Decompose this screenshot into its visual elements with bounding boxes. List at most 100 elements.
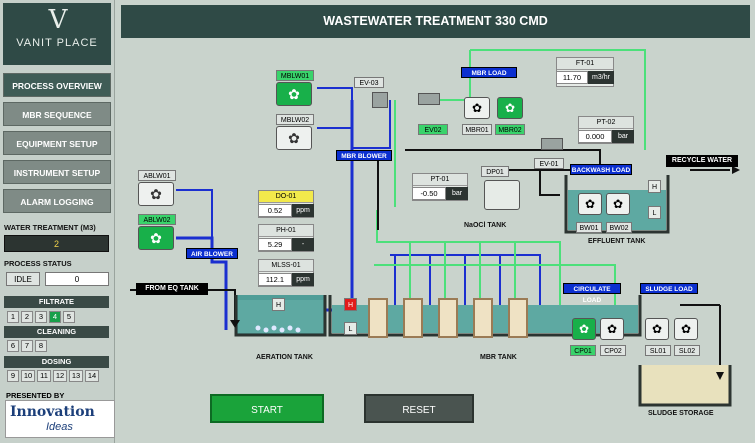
nav-equipment-setup[interactable]: EQUIPMENT SETUP [3,131,111,155]
ev03-label: EV-03 [354,77,384,88]
from-eq-tank-label: FROM EQ TANK [136,283,208,295]
dosing-step: 9 [7,370,19,382]
sl02-pump[interactable]: ✿ [674,318,698,340]
circulate-load-label: CIRCULATE LOAD [563,283,621,304]
nav-instrument-setup[interactable]: INSTRUMENT SETUP [3,160,111,184]
water-treatment-label: WATER TREATMENT (M3) [4,223,96,232]
mbr02-label: MBR02 [495,124,525,135]
mbr01-pump[interactable]: ✿ [464,97,490,119]
pump-icon: ✿ [578,322,590,336]
dosing-step: 13 [69,370,83,382]
ft01-value: 11.70 [556,71,588,84]
pump-icon: ✿ [504,101,516,115]
mbr-level-low: L [344,322,357,335]
ft01-name: FT-01 [557,58,613,70]
mblw01-blower[interactable]: ✿ [276,82,312,106]
dosing-step: 10 [21,370,35,382]
pt01-name: PT-01 [413,174,467,186]
cp02-pump[interactable]: ✿ [600,318,624,340]
dosing-step: 14 [85,370,99,382]
ev01-valve-icon[interactable] [541,138,563,150]
blower-icon: ✿ [288,85,300,102]
brand-name: VANIT PLACE [16,37,98,49]
cp02-label: CP02 [600,345,626,356]
sludge-load-label: SLUDGE LOAD [640,283,698,294]
recycle-water-label: RECYCLE WATER [666,155,738,167]
reset-button[interactable]: RESET [364,394,474,423]
membrane-module [403,298,423,338]
mblw02-blower[interactable]: ✿ [276,126,312,150]
dp01-label: DP01 [481,166,509,177]
bw02-pump[interactable]: ✿ [606,193,630,215]
membrane-module [473,298,493,338]
mlss01-unit: ppm [292,273,314,286]
mbr02-pump[interactable]: ✿ [497,97,523,119]
ev02-label: EV02 [418,124,448,135]
mbr01-label: MBR01 [462,124,492,135]
nav-process-overview[interactable]: PROCESS OVERVIEW [3,73,111,97]
blower-icon: ✿ [150,229,162,246]
ablw02-blower[interactable]: ✿ [138,226,174,250]
nav-mbr-sequence[interactable]: MBR SEQUENCE [3,102,111,126]
mbr-tank-label: MBR TANK [480,354,517,361]
mbr-load-label: MBR LOAD [461,67,517,78]
pt02-unit: bar [612,130,634,143]
mlss01-name: MLSS-01 [259,260,313,272]
cleaning-step: 8 [35,340,47,352]
mbr-level-high: H [344,298,357,311]
pump-icon: ✿ [584,197,596,211]
cleaning-step: 6 [7,340,19,352]
effluent-level-low: L [648,206,661,219]
dosing-step: 11 [37,370,51,382]
dosing-pump-icon[interactable] [484,180,520,210]
filtrate-step: 2 [21,311,33,323]
brand-logo: V VANIT PLACE [3,3,111,65]
effluent-tank-label: EFFLUENT TANK [588,238,646,245]
ev01-label: EV-01 [534,158,564,169]
membrane-module [368,298,388,338]
sl01-label: SL01 [645,345,671,356]
do01-unit: ppm [292,204,314,217]
dosing-step: 12 [53,370,67,382]
backwash-load-label: BACKWASH LOAD [570,164,632,175]
ph01-unit: - [292,238,314,251]
pt02-value: 0.000 [578,130,612,143]
sl01-pump[interactable]: ✿ [645,318,669,340]
nav-alarm-logging[interactable]: ALARM LOGGING [3,189,111,213]
do01-name: DO-01 [259,191,313,203]
start-button[interactable]: START [210,394,324,423]
sidebar: V VANIT PLACE PROCESS OVERVIEW MBR SEQUE… [0,0,115,443]
effluent-level-high: H [648,180,661,193]
presented-by-label: PRESENTED BY [6,391,65,400]
cp01-pump[interactable]: ✿ [572,318,596,340]
process-status-value: 0 [45,272,109,286]
filtrate-step: 5 [63,311,75,323]
pt01-value: -0.50 [412,187,446,200]
aeration-level-high: H [272,298,285,311]
blower-icon: ✿ [150,185,162,202]
sl02-label: SL02 [674,345,700,356]
ev02-valve-icon[interactable] [418,93,440,105]
cleaning-step: 7 [21,340,33,352]
bw01-pump[interactable]: ✿ [578,193,602,215]
mlss01-value: 112.1 [258,273,292,286]
pump-icon: ✿ [471,101,483,115]
pump-icon: ✿ [612,197,624,211]
pump-icon: ✿ [651,322,663,336]
do01-value: 0.52 [258,204,292,217]
air-blower-label: AIR BLOWER [186,248,238,259]
aeration-tank-label: AERATION TANK [256,354,313,361]
page-title: WASTEWATER TREATMENT 330 CMD [121,5,750,38]
ft01-unit: m3/hr [588,71,614,84]
membrane-module [438,298,458,338]
naocl-tank-label: NaOCl TANK [464,222,507,229]
ev03-valve-icon[interactable] [372,92,388,108]
ablw01-blower[interactable]: ✿ [138,182,174,206]
bw01-label: BW01 [576,222,602,233]
bw02-label: BW02 [606,222,632,233]
ph01-value: 5.29 [258,238,292,251]
filtrate-step: 3 [35,311,47,323]
filtrate-header: FILTRATE [4,296,109,308]
sludge-storage-label: SLUDGE STORAGE [648,410,714,417]
